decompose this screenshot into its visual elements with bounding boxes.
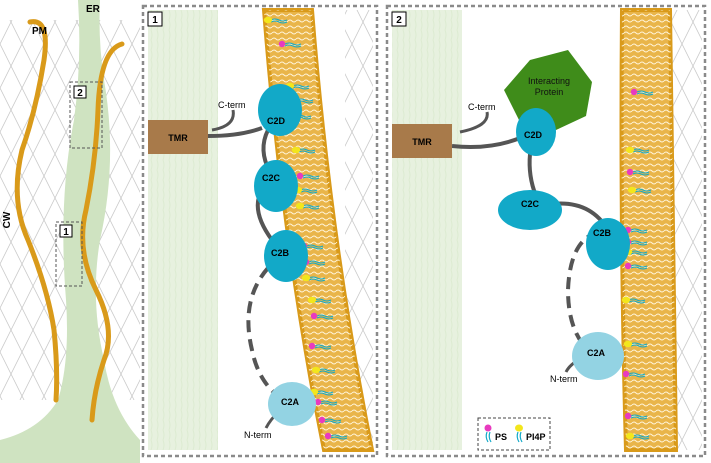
interacting-protein-shape [504, 50, 592, 130]
pi4p-legend-tail [516, 431, 523, 443]
plasma-membrane-left [14, 19, 60, 403]
panel-1-c2d-label: C2D [267, 116, 286, 126]
ps-lipid [630, 88, 654, 96]
inset-box-1 [55, 221, 83, 287]
ps-legend-label: PS [495, 432, 507, 442]
cw-label: CW [2, 211, 13, 228]
ps-legend-tail [485, 431, 492, 443]
pi4p-legend-label: PI4P [526, 432, 546, 442]
ps-lipid [310, 312, 334, 320]
pi4p-lipid [627, 186, 652, 194]
panel-2-number: 2 [396, 15, 402, 26]
panel-2-c2d-label: C2D [524, 130, 543, 140]
panel-1-c2b-label: C2B [271, 248, 290, 258]
panel-2-c2b-c2a-linker [565, 230, 599, 352]
pi4p-lipid [295, 202, 320, 210]
ps-lipid [626, 168, 650, 176]
ps-lipid [278, 40, 302, 48]
ps-legend-head [484, 424, 492, 432]
ps-lipid [624, 262, 648, 270]
panel-1-cterm-linker [211, 109, 235, 132]
panel-1-tmr-label: TMR [168, 133, 188, 143]
panel-2: 2 Interacting Protein TMR C-term N-term … [385, 4, 707, 458]
plasma-membrane-right [80, 41, 125, 423]
pm-label: PM [32, 26, 47, 37]
ps-lipid [314, 398, 338, 406]
panel-2-c2c-label: C2C [521, 199, 540, 209]
panel-1-c2a-domain [268, 382, 316, 426]
panel-1-border [141, 4, 379, 458]
panel-1-number: 1 [152, 15, 158, 26]
panel-2-c2d-domain [516, 108, 556, 156]
ps-lipid [324, 432, 348, 440]
panel-2-c2a-domain [572, 332, 624, 380]
panel-1-tmr-linker [207, 126, 263, 138]
panel-2-n-term-label: N-term [550, 374, 578, 384]
ps-lipid [624, 412, 648, 420]
panel-2-border [385, 4, 707, 458]
pi4p-lipid [291, 146, 316, 154]
panel-1: 1 TMR C-term N-term C2D C2C C2B C2A [141, 4, 379, 458]
panel-2-c2d-c2c-linker [527, 153, 538, 197]
panel-2-c2b-label: C2B [593, 228, 612, 238]
inset-1-number: 1 [63, 227, 69, 238]
panel-1-n-term-label: N-term [244, 430, 272, 440]
panel-1-c-term-label: C-term [218, 100, 246, 110]
pi4p-lipid [301, 274, 326, 282]
pi4p-lipid [621, 296, 646, 304]
panel-2-er-lines [392, 10, 462, 450]
panel-2-c2c-domain [498, 190, 562, 230]
pi4p-lipid [307, 296, 332, 304]
panel-1-c2b-c2a-linker [246, 266, 280, 398]
ps-lipid [308, 342, 332, 350]
panel-2-tmr-linker [451, 136, 521, 149]
ps-lipid [318, 416, 342, 424]
panel-1-c2b-domain [264, 230, 308, 282]
pi4p-lipid [625, 146, 650, 154]
panel-1-er-lines [148, 10, 218, 450]
panel-1-c2d-domain [258, 84, 302, 136]
panel-2-c2a-label: C2A [587, 348, 606, 358]
panel-1-c2c-domain [254, 160, 298, 212]
pi4p-lipid [625, 432, 650, 440]
panel-2-tmr-label: TMR [412, 137, 432, 147]
panel-1-tmr-box [148, 120, 208, 154]
panel-1-c2a-label: C2A [281, 397, 300, 407]
ps-lipid [622, 370, 646, 378]
ps-lipid [296, 172, 320, 180]
er-label: ER [86, 4, 101, 15]
overview-cell: 2 1 PM ER CW [0, 0, 140, 463]
panel-1-c2c-label: C2C [262, 173, 281, 183]
pi4p-legend-head [515, 424, 523, 432]
panel-2-c2b-domain [586, 218, 630, 270]
pi4p-lipid [263, 16, 288, 24]
pi4p-lipid [623, 340, 648, 348]
interacting-protein-label-2: Protein [535, 87, 564, 97]
panel-2-tmr-box [392, 124, 452, 158]
interacting-protein-label-1: Interacting [528, 76, 570, 86]
inset-box-2 [69, 81, 103, 149]
panel-2-c-term-label: C-term [468, 102, 496, 112]
inset-2-number: 2 [77, 88, 83, 99]
pi4p-lipid [311, 366, 336, 374]
panel-2-cterm-linker [459, 111, 489, 134]
